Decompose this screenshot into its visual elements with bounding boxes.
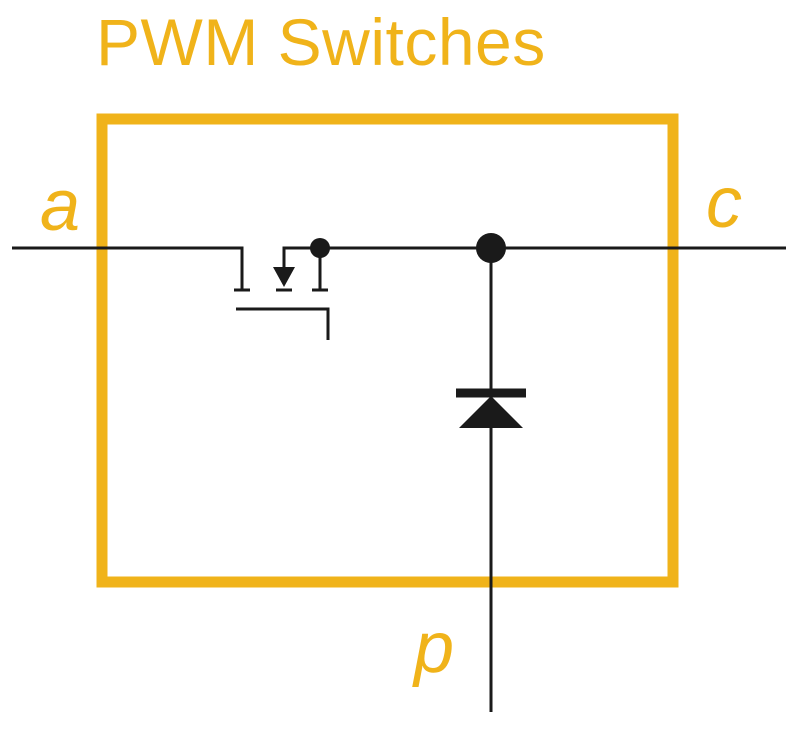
terminal-c-label: c [706,163,742,243]
switch-model-box [96,113,679,588]
junction-node-dot [476,233,506,263]
diode-icon [456,388,526,428]
mosfet-source-junction-dot [310,238,330,258]
mosfet-switch-icon [234,246,330,340]
diagram-title: PWM Switches [96,5,546,79]
terminal-a-label: a [40,166,81,246]
mosfet-arrow-icon [273,267,295,287]
wire-terminal-a [12,246,244,290]
terminal-p-label: p [414,608,455,688]
